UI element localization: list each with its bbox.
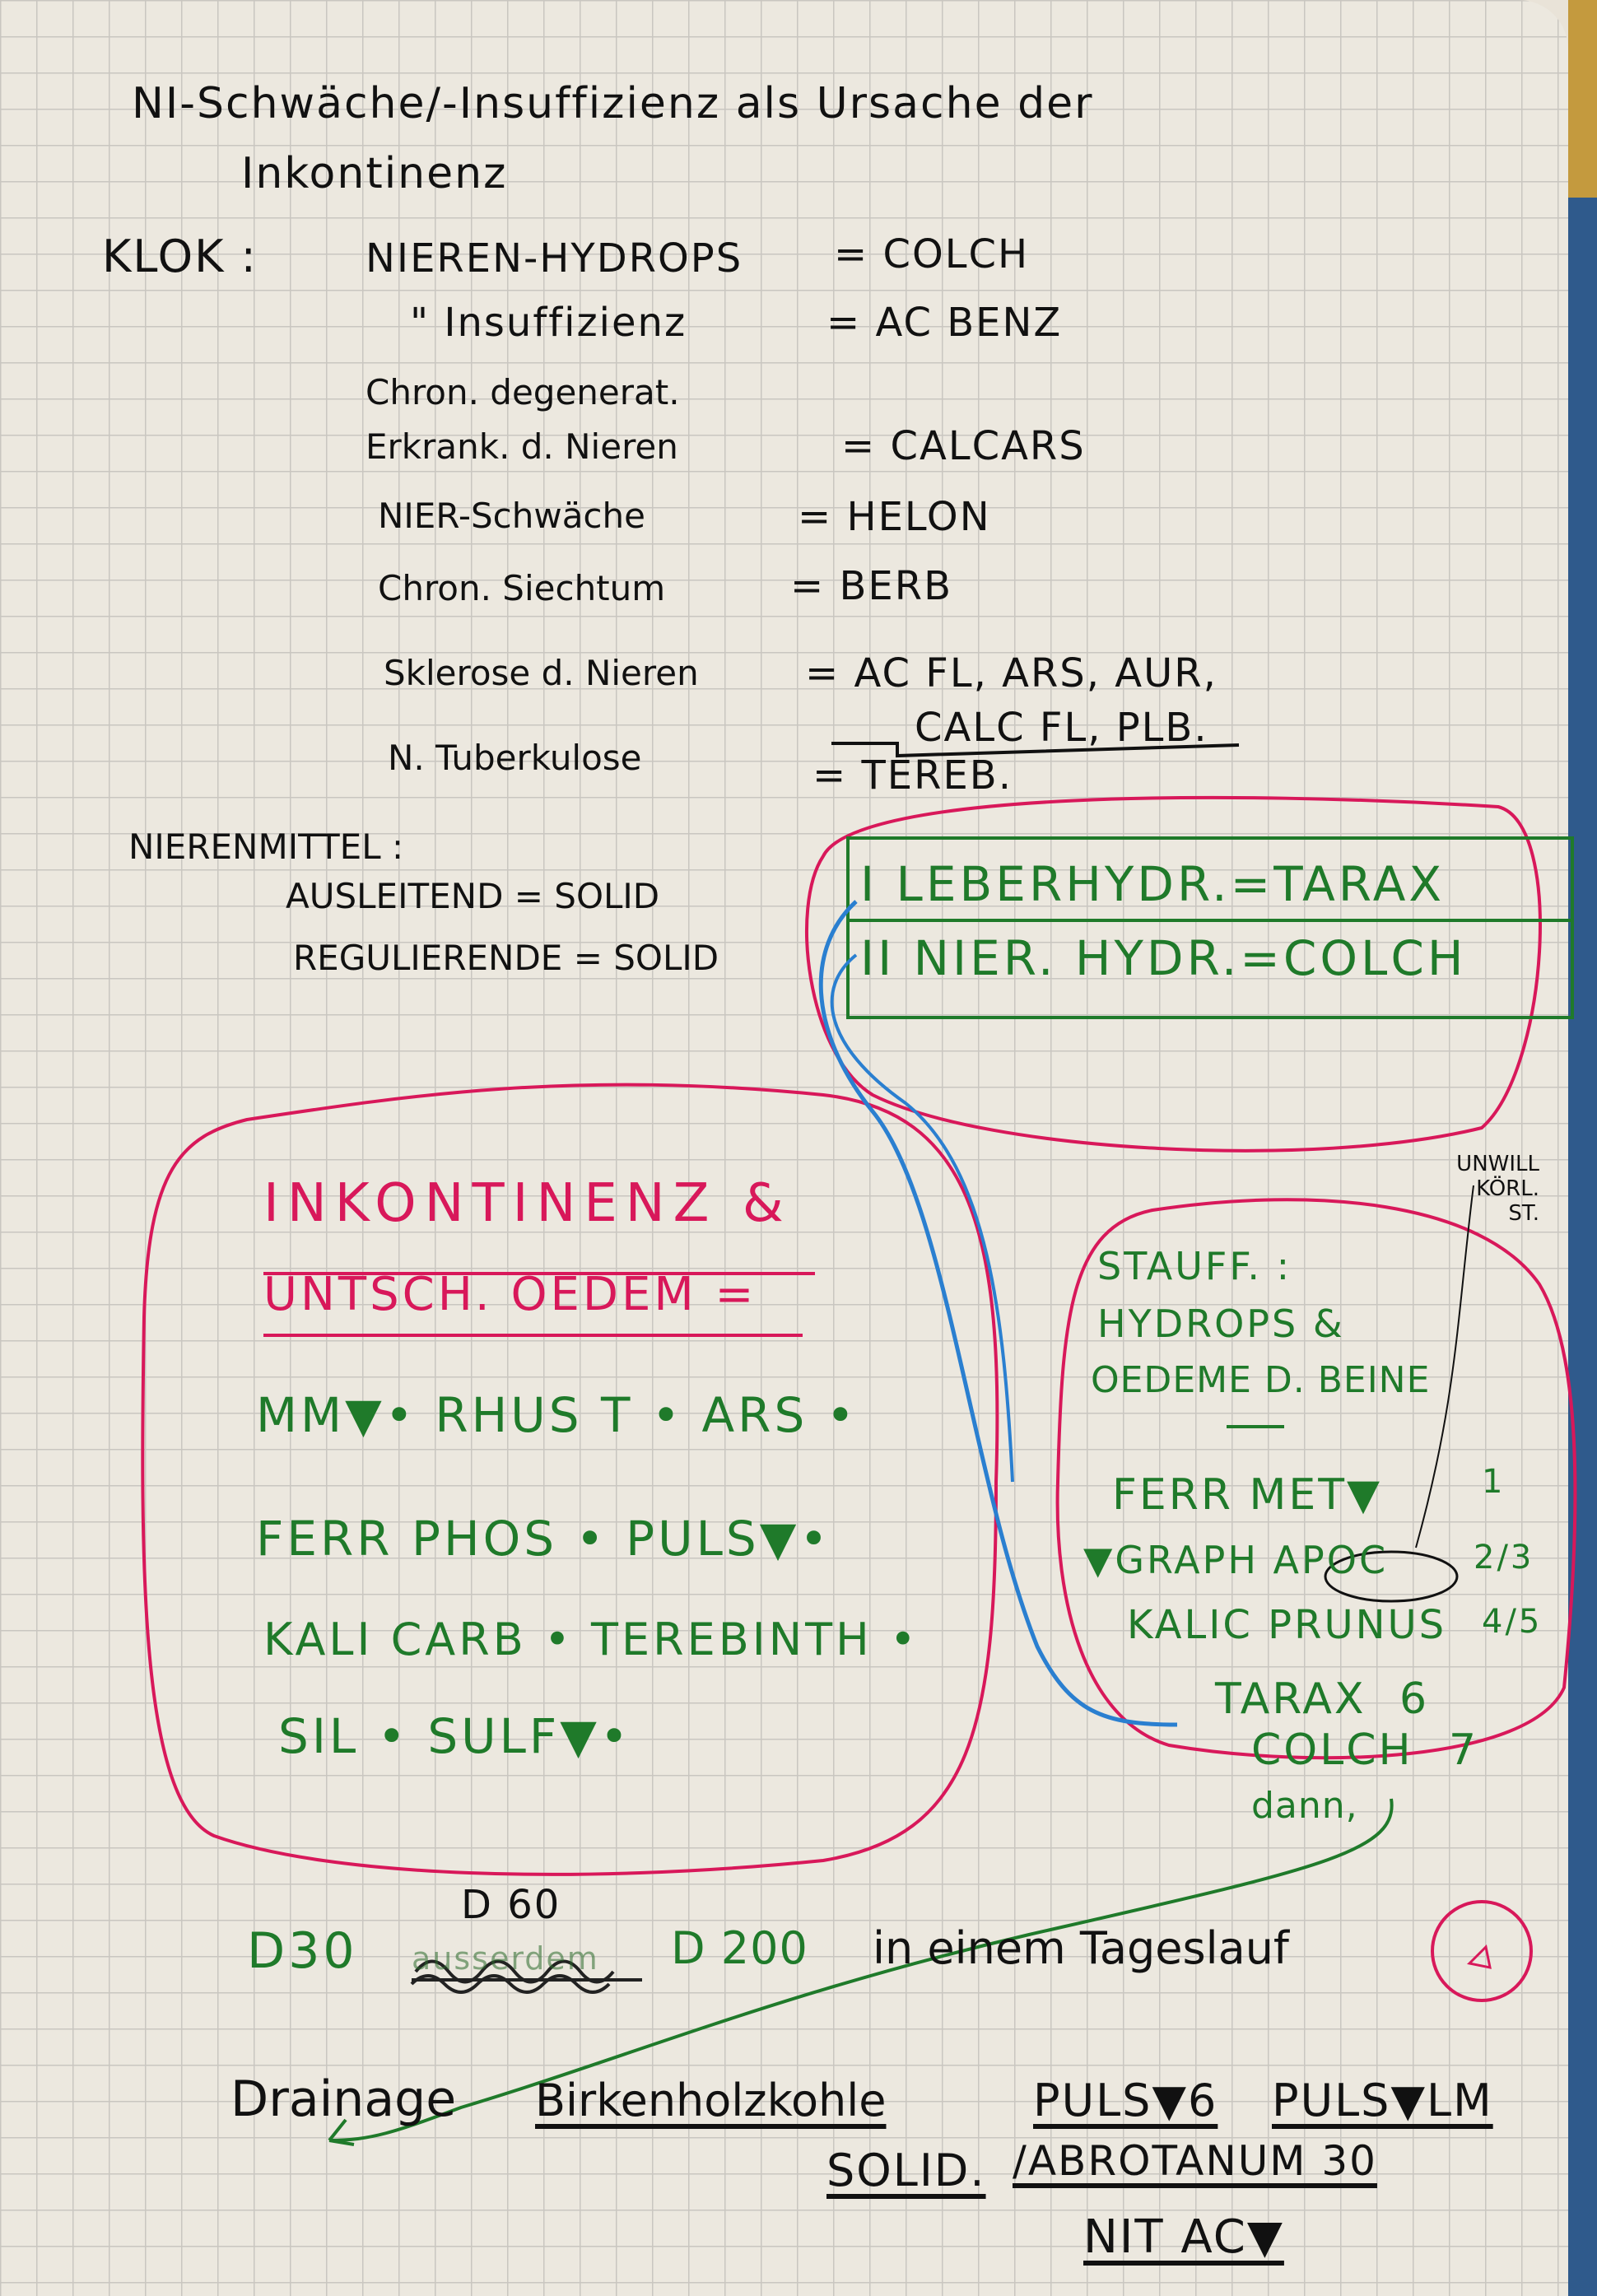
apoc-circle [1324,1550,1459,1603]
stauff-item: TARAX [1215,1674,1367,1724]
stauff-item: FERR MET▼ [1112,1470,1383,1520]
red-loop-stauff [1055,1198,1577,1760]
drainage-label: Drainage [230,2070,457,2128]
blue-arrow-line [830,953,1014,1483]
drainage-nitac: NIT AC▼ [1083,2210,1284,2264]
stauff-item-order: 7 [1449,1725,1479,1775]
stauff-item: ▼GRAPH APOC [1083,1538,1389,1582]
klok-row-right: = BERB [790,563,953,609]
stauff-heading: STAUFF. : [1097,1244,1292,1288]
stauff-item: COLCH [1251,1725,1413,1775]
stauff-heading: HYDROPS & [1097,1302,1345,1346]
inkontinenz-heading-2: UNTSCH. OEDEM = [263,1268,757,1321]
klok-row-right: CALC FL, PLB. [915,705,1208,751]
note-pointer-line [1415,1185,1474,1549]
stauff-item-order: 1 [1482,1463,1506,1501]
margin-note: UNWILL KÖRL. ST. [1456,1152,1539,1226]
nierenmittel-label: NIERENMITTEL : [128,827,404,867]
dosage-rest: in einem Tageslauf [873,1922,1289,1974]
drainage-item: PULS▼LM [1272,2075,1493,2126]
remedy-line: MM▼• RHUS T • ARS • [256,1387,858,1443]
drainage-item: Birkenholzkohle [535,2075,887,2126]
inkontinenz-heading-1: INKONTINENZ & [263,1173,792,1234]
stauff-item: KALIC PRUNUS [1127,1602,1447,1648]
klok-row-left: N. Tuberkulose [388,738,642,778]
dosage-crossed-out: ausserdem [412,1940,599,1977]
stauff-item-order: 6 [1399,1674,1430,1724]
green-arrow-line [328,1798,1394,2142]
green-box [846,836,1574,1019]
remedy-line: FERR PHOS • PULS▼• [256,1511,831,1567]
klok-row-right: = HELON [798,494,991,540]
page-title-line1: NI-Schwäche/-Insuffizienz als Ursache de… [132,79,1094,128]
stauff-item-order: 2/3 [1474,1539,1534,1576]
klok-row-right: = COLCH [834,231,1030,277]
klok-row-left: Chron. Siechtum [378,568,666,608]
drainage-solid: SOLID. [826,2145,986,2196]
hydr-row-2: II NIER. HYDR.=COLCH [860,930,1467,986]
ausleitend: AUSLEITEND = SOLID [286,876,660,916]
klok-row-right: = TEREB. [812,752,1013,799]
bracket-line [831,742,1240,758]
crossed-out-scribble [410,1959,642,1994]
klok-row-left: " Insuffizienz [410,300,687,346]
dosage-d30: D30 [247,1922,358,1980]
klok-row-left: Erkrank. d. Nieren [365,426,678,467]
regulierend: REGULIERENDE = SOLID [293,938,719,978]
klok-row-left: Chron. degenerat. [365,372,680,412]
klok-label: KLOK : [102,231,258,282]
klok-row-left: NIEREN-HYDROPS [365,235,743,282]
then-label: dann, [1251,1785,1358,1827]
drainage-abrotanum: /ABROTANUM 30 [1013,2137,1377,2185]
klok-row-right: = AC FL, ARS, AUR, [805,650,1218,696]
page-title-line2: Inkontinenz [241,149,508,198]
dosage-d200: D 200 [671,1922,808,1974]
notebook-cover-edge [1568,198,1597,2296]
hydr-row-1: I LEBERHYDR.=TARAX [860,856,1446,912]
remedy-line: SIL • SULF▼• [278,1708,632,1764]
stauff-heading: OEDEME D. BEINE [1091,1359,1431,1401]
red-loop-hydr [805,795,1542,1153]
remedy-line: KALI CARB • TEREBINTH • [263,1614,920,1665]
blue-arrow-line [818,900,1178,1727]
red-loop-inkontinenz [141,1083,999,1876]
green-arrow-head [328,2118,355,2146]
klok-row-right: = AC BENZ [826,300,1063,346]
drainage-item: PULS▼6 [1033,2075,1218,2126]
notebook-cover-edge [1568,0,1597,198]
red-circle-inner-mark [1466,1944,1492,1969]
klok-row-left: NIER-Schwäche [378,496,645,536]
stauff-item-order: 4/5 [1482,1603,1543,1641]
klok-row-right: = CALCARS [841,423,1086,469]
red-circle-mark [1431,1900,1533,2002]
klok-row-left: Sklerose d. Nieren [384,653,699,693]
dosage-above: D 60 [461,1882,561,1928]
